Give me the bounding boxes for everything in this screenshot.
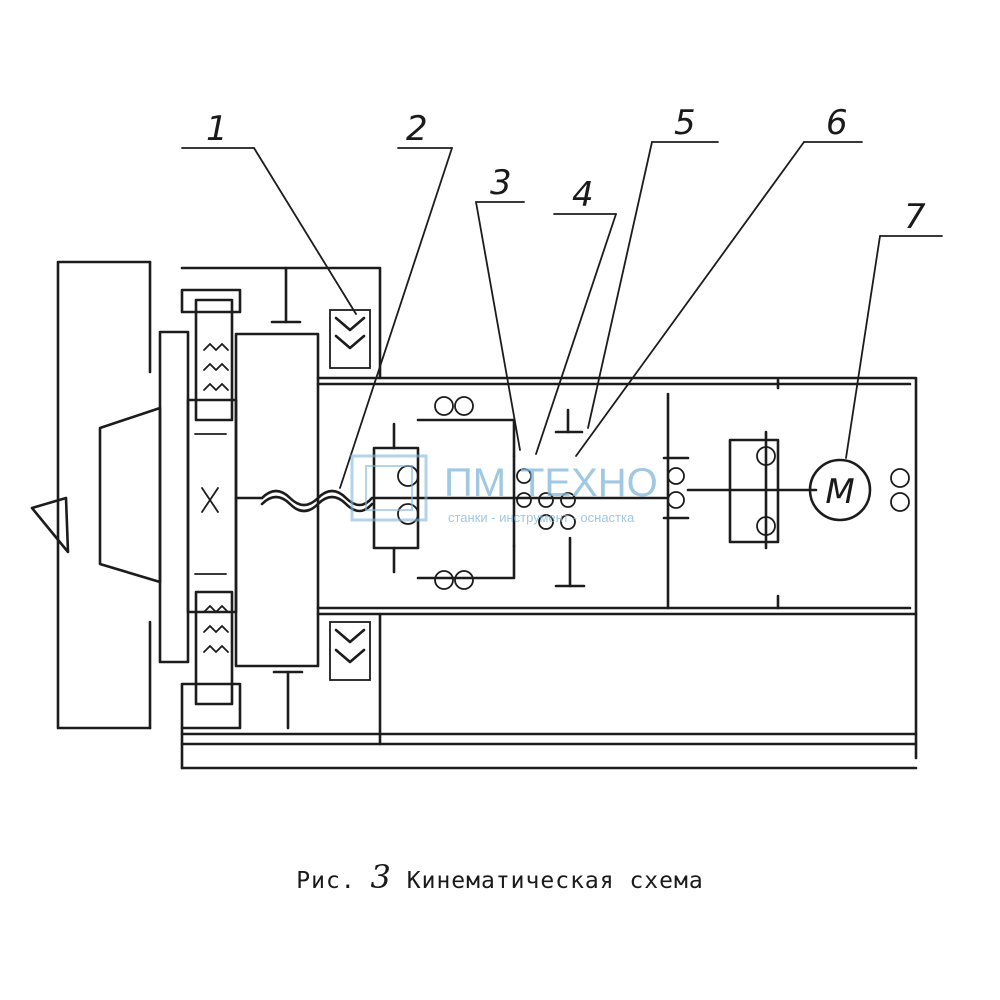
figure-caption: Рис. 3 Кинематическая схема bbox=[0, 858, 1000, 896]
lower-spring-assembly bbox=[180, 590, 304, 730]
valve-upper bbox=[329, 309, 371, 369]
upper-spring-assembly bbox=[180, 266, 382, 422]
reduction-box bbox=[686, 430, 818, 550]
caption-title: Кинематическая схема bbox=[406, 868, 704, 894]
chuck-cone bbox=[98, 406, 162, 584]
watermark: ПМ ТЕХНО станки - инструмент - оснастка bbox=[350, 454, 658, 525]
carriage-block bbox=[234, 332, 918, 760]
callout-leaders bbox=[181, 141, 943, 489]
callout-3: 3 bbox=[490, 163, 512, 203]
callout-7: 7 bbox=[904, 197, 926, 237]
cutter-tool bbox=[30, 496, 70, 554]
machine-bed bbox=[180, 612, 918, 770]
motor: M bbox=[808, 458, 910, 522]
gearbox-housing bbox=[416, 396, 516, 590]
flexible-screw bbox=[234, 489, 374, 513]
gear-cluster bbox=[416, 408, 668, 588]
caption-figure-number: 3 bbox=[370, 858, 392, 896]
watermark-tagline: станки - инструмент - оснастка bbox=[448, 510, 635, 525]
callout-1: 1 bbox=[206, 109, 228, 149]
callout-labels: 1 2 3 4 5 6 7 bbox=[206, 103, 926, 237]
callout-5: 5 bbox=[674, 103, 696, 143]
watermark-brand-left: ПМ bbox=[444, 461, 506, 505]
intermediate-shaft bbox=[662, 392, 690, 610]
callout-4: 4 bbox=[572, 175, 594, 215]
watermark-brand-right: ТЕХНО bbox=[520, 461, 658, 505]
callout-6: 6 bbox=[826, 103, 848, 143]
base-frame bbox=[56, 260, 152, 730]
faceplate bbox=[158, 330, 238, 664]
callout-2: 2 bbox=[406, 109, 428, 149]
caption-prefix: Рис. bbox=[296, 868, 356, 894]
motor-label: M bbox=[825, 472, 854, 512]
valve-lower bbox=[329, 621, 371, 681]
